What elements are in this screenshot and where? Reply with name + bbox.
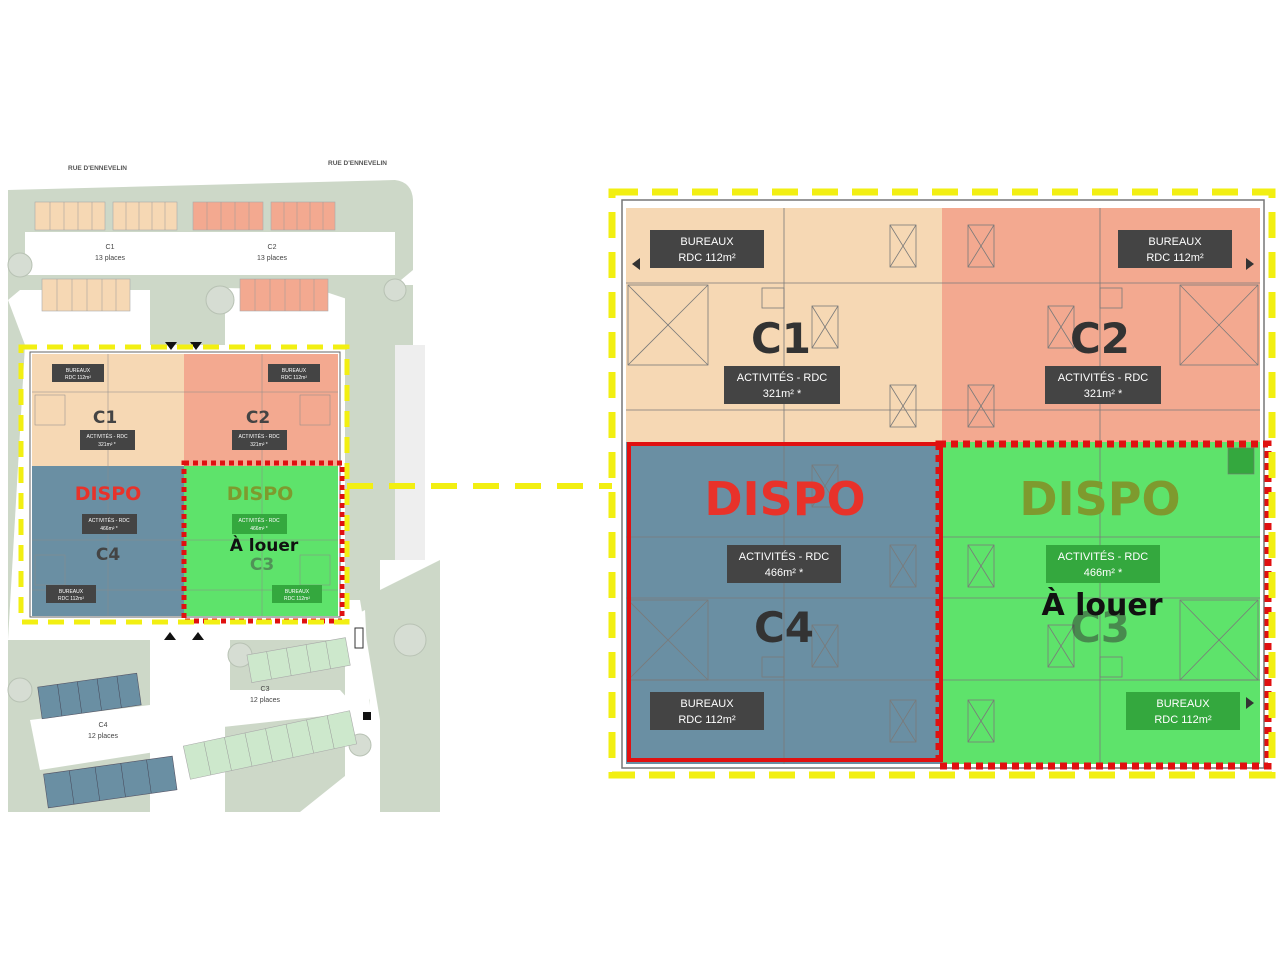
small-yellow-frame — [18, 344, 350, 625]
entrance-triangle-icon — [192, 632, 204, 640]
c3-office-area-zoom: RDC 112m² — [1154, 714, 1212, 726]
c4-office-area-zoom: RDC 112m² — [678, 714, 736, 726]
c4-office-label-zoom: BUREAUX — [680, 698, 734, 710]
c2-unit-label-zoom: C2 — [1070, 314, 1130, 363]
site-plan: RUE D'ENNEVELIN RUE D'ENNEVELIN C1 13 pl… — [3, 150, 447, 815]
c4-activity-label: ACTIVITÉS - RDC — [88, 517, 130, 524]
c3-activity-area-zoom: 466m² * — [1084, 567, 1123, 579]
c3-office-area: RDC 112m² — [284, 596, 310, 602]
parking-c1-places: 13 places — [95, 255, 125, 262]
c1-unit-label: C1 — [93, 408, 117, 428]
c3-red-dotted-frame — [935, 440, 1272, 770]
c4-status-zoom: DISPO — [704, 472, 865, 526]
arrow-right-icon — [1246, 697, 1254, 709]
c1-office-area: RDC 112m² — [65, 375, 91, 381]
c3-rent-label-zoom: À louer — [1041, 587, 1162, 623]
parking-c1-name: C1 — [106, 244, 115, 251]
c2-activity-label: ACTIVITÉS - RDC — [238, 433, 280, 440]
c4-unit-label: C4 — [96, 545, 120, 565]
c1-activity-label-zoom: ACTIVITÉS - RDC — [737, 371, 828, 384]
c3-rent-label: À louer — [230, 534, 299, 556]
c3-unit-label-zoom: C3 — [1070, 603, 1130, 652]
c4-office-area: RDC 112m² — [58, 596, 84, 602]
c2-office-area: RDC 112m² — [281, 375, 307, 381]
c1-activity-area: 321m² * — [98, 442, 116, 448]
c2-activity-label-zoom: ACTIVITÉS - RDC — [1058, 371, 1149, 384]
entrance-triangle-icon — [165, 342, 177, 350]
c4-activity-area-zoom: 466m² * — [765, 567, 804, 579]
parking-c2-places: 13 places — [257, 255, 287, 262]
entrance-triangle-icon — [190, 342, 202, 350]
c3-status: DISPO — [227, 483, 294, 505]
parking-c4-places: 12 places — [88, 733, 118, 740]
yellow-dashed-frame — [608, 188, 1276, 779]
c4-status: DISPO — [75, 483, 142, 505]
c1-office-label-zoom: BUREAUX — [680, 236, 734, 248]
c2-activity-area-zoom: 321m² * — [1084, 388, 1123, 400]
c3-status-zoom: DISPO — [1019, 472, 1180, 526]
c4-unit-label-zoom: C4 — [754, 603, 814, 652]
c4-activity-area: 466m² * — [100, 526, 118, 532]
street-label-right: RUE D'ENNEVELIN — [328, 160, 387, 167]
c2-unit-label: C2 — [246, 408, 270, 428]
parking-c3-places: 12 places — [250, 697, 280, 704]
c1-office-area-zoom: RDC 112m² — [678, 252, 736, 264]
c3-office-label-zoom: BUREAUX — [1156, 698, 1210, 710]
arrow-right-icon — [1246, 258, 1254, 270]
north-arrow-icon — [354, 627, 364, 649]
c1-unit-label-zoom: C1 — [751, 314, 811, 363]
street-label-left: RUE D'ENNEVELIN — [68, 165, 127, 172]
zoomed-building: BUREAUX RDC 112m² C1 ACTIVITÉS - RDC 321… — [621, 199, 1265, 769]
small-c3-red-frame — [181, 460, 345, 624]
c4-activity-label-zoom: ACTIVITÉS - RDC — [739, 550, 830, 563]
c1-activity-label: ACTIVITÉS - RDC — [86, 433, 128, 440]
c2-office-area-zoom: RDC 112m² — [1146, 252, 1204, 264]
c4-office-label: BUREAUX — [59, 589, 84, 595]
c1-office-label: BUREAUX — [66, 368, 91, 374]
c1-activity-area-zoom: 321m² * — [763, 388, 802, 400]
c3-activity-label: ACTIVITÉS - RDC — [238, 517, 280, 524]
parking-c4-name: C4 — [99, 722, 108, 729]
parking-c2-name: C2 — [268, 244, 277, 251]
c2-office-label: BUREAUX — [282, 368, 307, 374]
c2-office-label-zoom: BUREAUX — [1148, 236, 1202, 248]
c3-unit-label: C3 — [250, 555, 274, 575]
c3-activity-area: 466m² * — [250, 526, 268, 532]
c3-activity-label-zoom: ACTIVITÉS - RDC — [1058, 550, 1149, 563]
entrance-triangle-icon — [164, 632, 176, 640]
arrow-left-icon — [632, 258, 640, 270]
parking-c3-name: C3 — [261, 686, 270, 693]
c2-activity-area: 321m² * — [250, 442, 268, 448]
c3-office-label: BUREAUX — [285, 589, 310, 595]
